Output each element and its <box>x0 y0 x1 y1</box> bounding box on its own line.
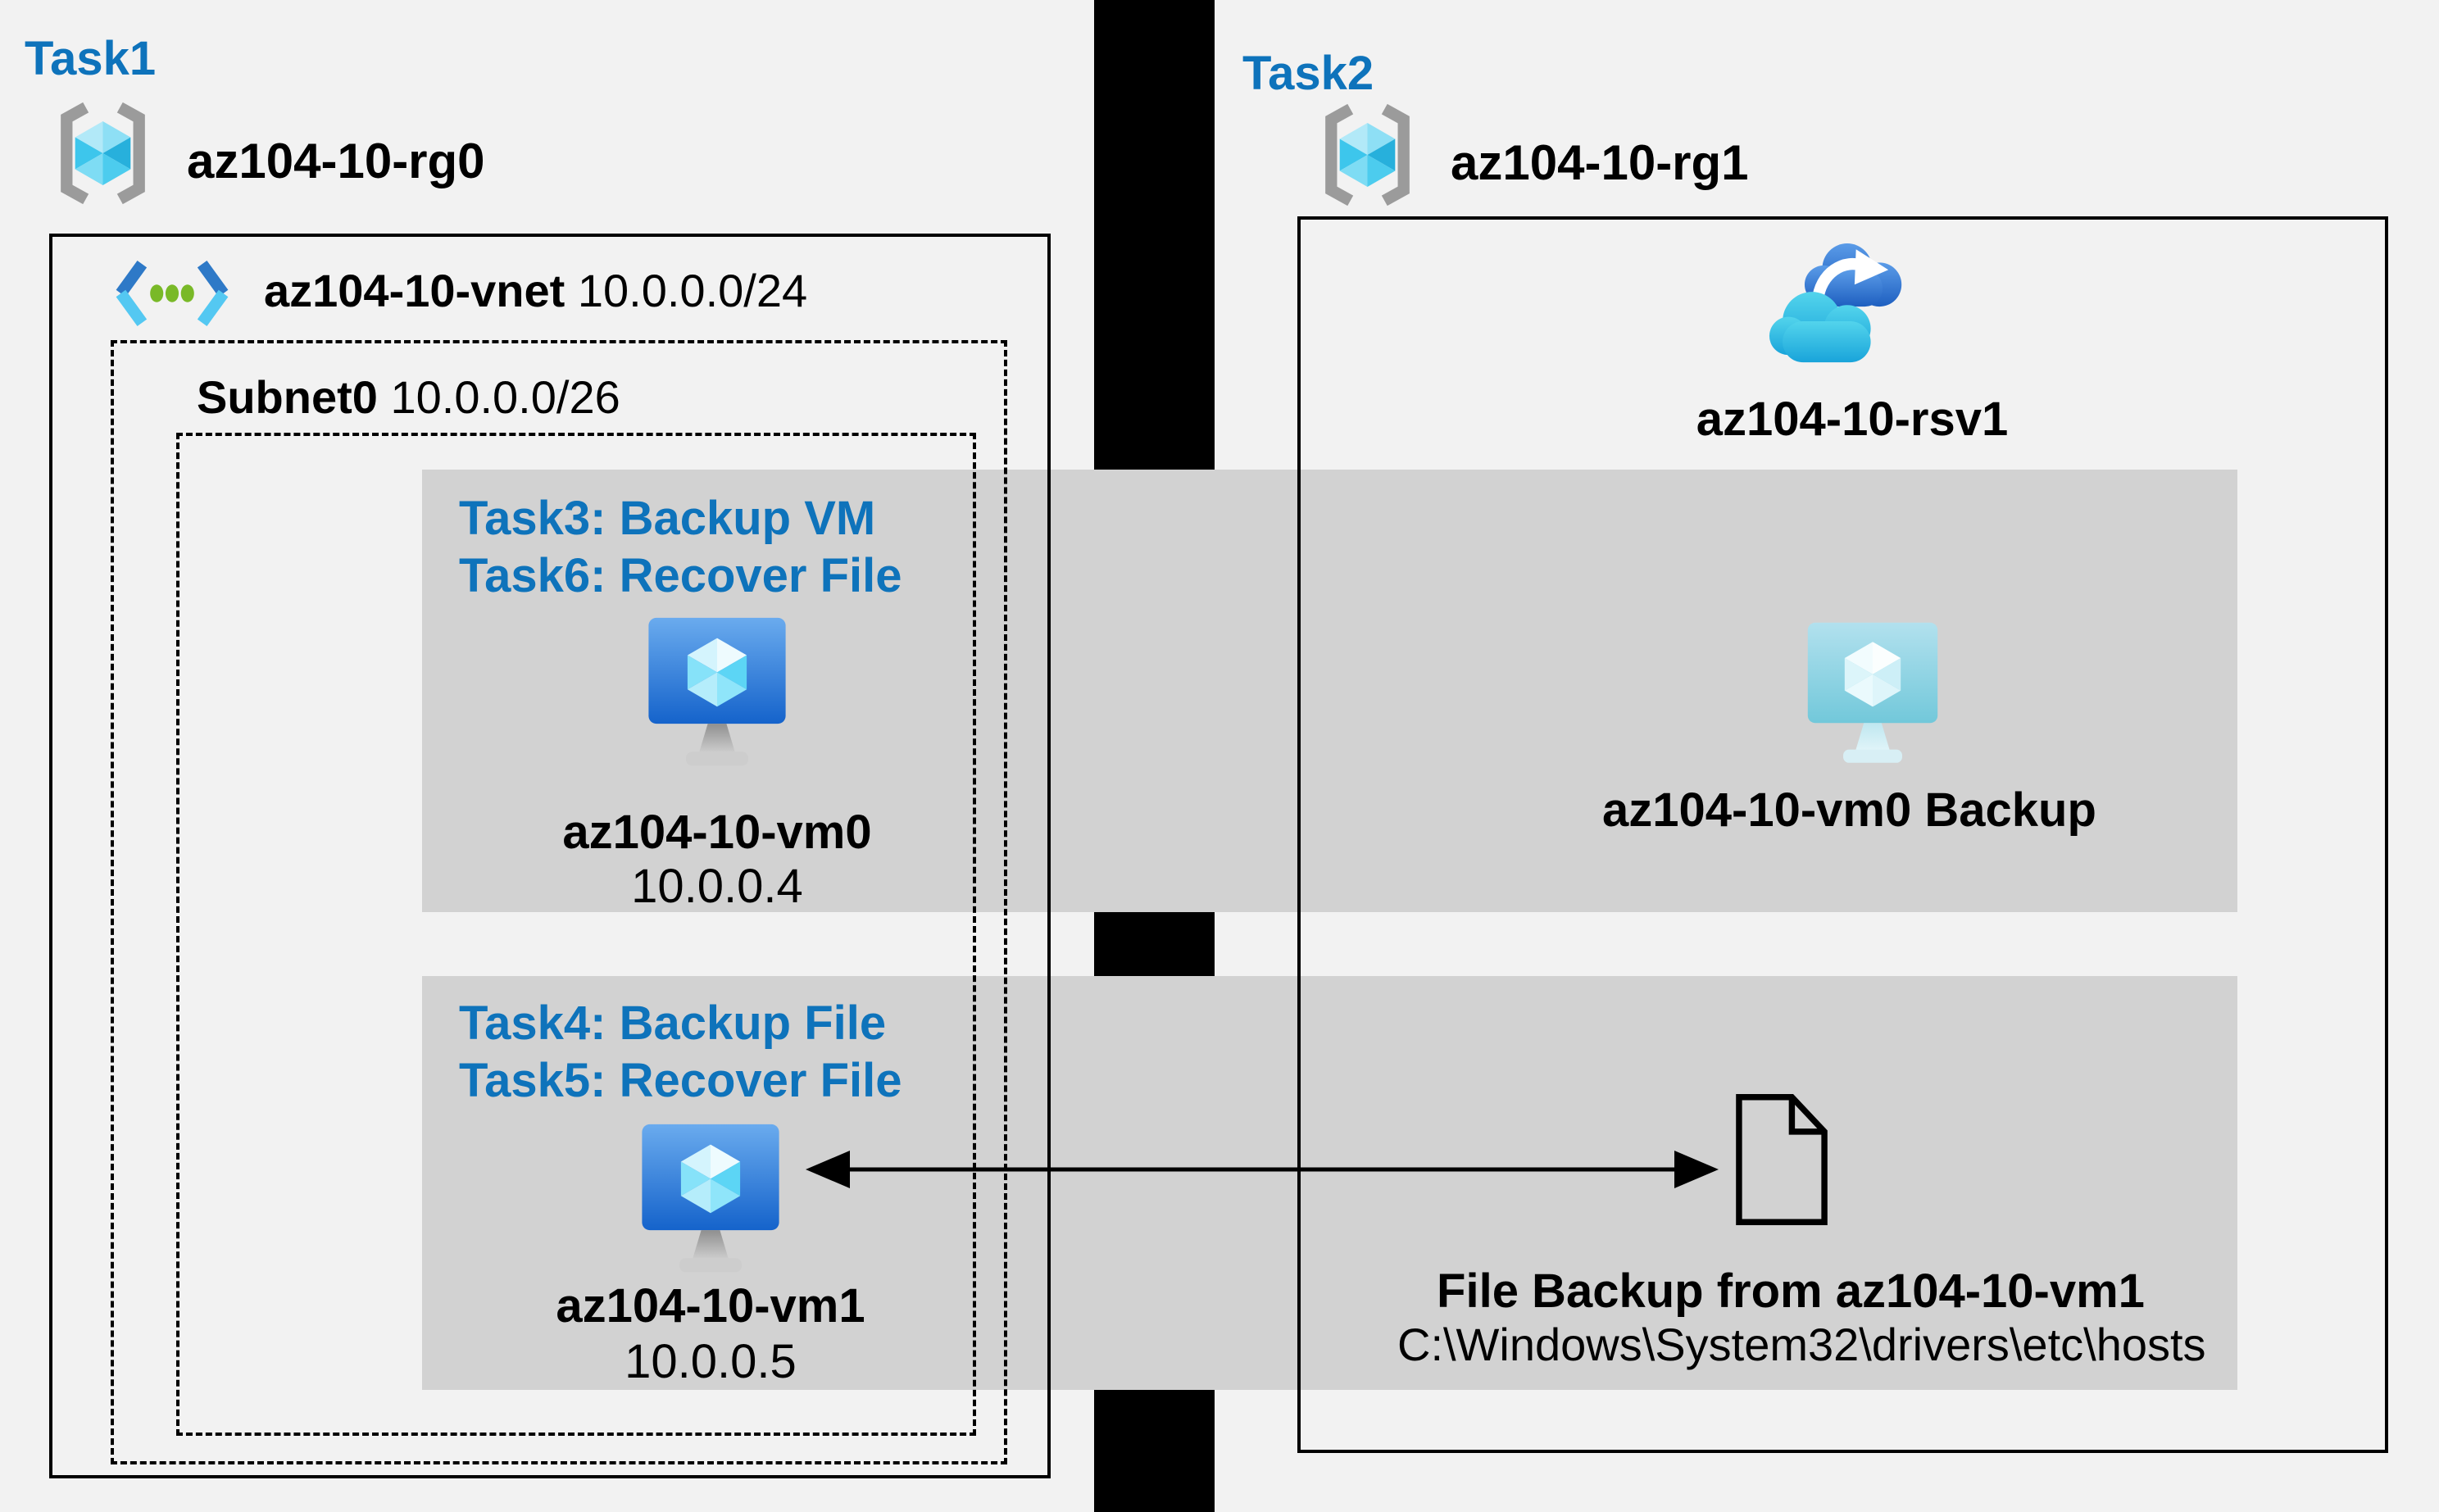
file-backup-task-list: Task4: Backup File Task5: Recover File <box>459 995 902 1110</box>
task5-line: Task5: Recover File <box>459 1054 902 1107</box>
resource-group-icon <box>1312 102 1423 208</box>
file-backup-path: C:\Windows\System32\drivers\etc\hosts <box>1397 1319 2206 1370</box>
rg1-label: az104-10-rg1 <box>1451 135 1749 190</box>
vm0-name: az104-10-vm0 <box>562 806 872 859</box>
vm0-ip: 10.0.0.4 <box>631 860 803 913</box>
vm0-icon <box>639 608 795 780</box>
rg1-box <box>1297 216 2388 1453</box>
vnet-label: az104-10-vnet 10.0.0.0/24 <box>264 264 807 317</box>
rg0-box <box>49 234 1051 1478</box>
vault-label: az104-10-rsv1 <box>1696 393 2009 446</box>
task1-heading: Task1 <box>25 32 157 85</box>
vm0-backup-label: az104-10-vm0 Backup <box>1602 783 2096 837</box>
vm0-backup-icon <box>1799 613 1946 777</box>
task6-line: Task6: Recover File <box>459 549 902 602</box>
task3-line: Task3: Backup VM <box>459 492 876 545</box>
vm-backup-task-list: Task3: Backup VM Task6: Recover File <box>459 490 902 605</box>
double-arrow-icon <box>799 1141 1725 1198</box>
task2-heading: Task2 <box>1242 47 1374 100</box>
subnet-cidr: 10.0.0.0/26 <box>390 371 620 423</box>
subnet-name: Subnet0 <box>197 371 378 423</box>
resource-group-icon <box>48 100 158 207</box>
subnet-label: Subnet0 10.0.0.0/26 <box>197 370 620 424</box>
vnet-name: az104-10-vnet <box>264 265 565 316</box>
vm1-name: az104-10-vm1 <box>556 1279 865 1333</box>
subnet-inner-box <box>176 433 976 1436</box>
vm1-ip: 10.0.0.5 <box>625 1335 797 1388</box>
vm1-icon <box>633 1115 788 1287</box>
front-cloud <box>1769 292 1871 363</box>
file-backup-title: File Backup from az104-10-vm1 <box>1437 1265 2145 1318</box>
vnet-icon <box>110 252 234 334</box>
rg0-label: az104-10-rg0 <box>187 134 485 188</box>
vnet-cidr: 10.0.0.0/24 <box>577 265 808 316</box>
task4-line: Task4: Backup File <box>459 997 887 1050</box>
file-icon <box>1731 1090 1833 1229</box>
recovery-vault-icon <box>1762 228 1938 379</box>
subnet-box <box>111 340 1007 1464</box>
